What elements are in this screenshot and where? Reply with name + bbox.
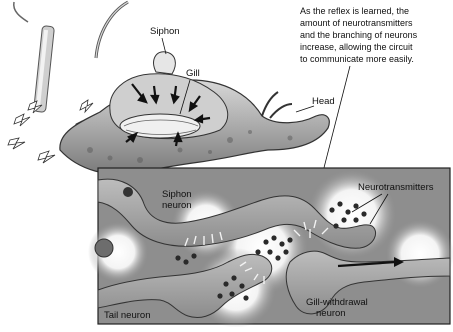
tail-neuron-soma — [95, 239, 113, 257]
annotation-line-4: increase, allowing the circuit — [300, 42, 413, 52]
annotation-line-2: amount of neurotransmitters — [300, 18, 413, 28]
siphon-label: Siphon — [150, 26, 180, 37]
gill-label: Gill — [186, 68, 200, 79]
siphon-neuron-nucleus — [123, 187, 133, 197]
siphon-neuron-label-2: neuron — [162, 200, 192, 211]
siphon-organ — [154, 52, 176, 74]
neurotransmitters-label: Neurotransmitters — [358, 182, 434, 193]
annotation-line-5: to communicate more easily. — [300, 54, 414, 64]
stimulating-electrode — [14, 2, 55, 112]
annotation-line-1: As the reflex is learned, the — [300, 6, 409, 16]
head-label: Head — [312, 96, 335, 107]
siphon-neuron-label-1: Siphon — [162, 189, 192, 200]
annotation-line-3: and the branching of neurons — [300, 30, 418, 40]
gill-withdrawal-label-1: Gill-withdrawal — [306, 297, 368, 308]
gill-withdrawal-label-2: neuron — [316, 308, 346, 319]
tail-neuron-label: Tail neuron — [104, 310, 150, 321]
recording-probe — [96, 2, 128, 58]
head-tentacles — [262, 92, 292, 118]
learning-annotation: As the reflex is learned, the amount of … — [300, 6, 418, 64]
